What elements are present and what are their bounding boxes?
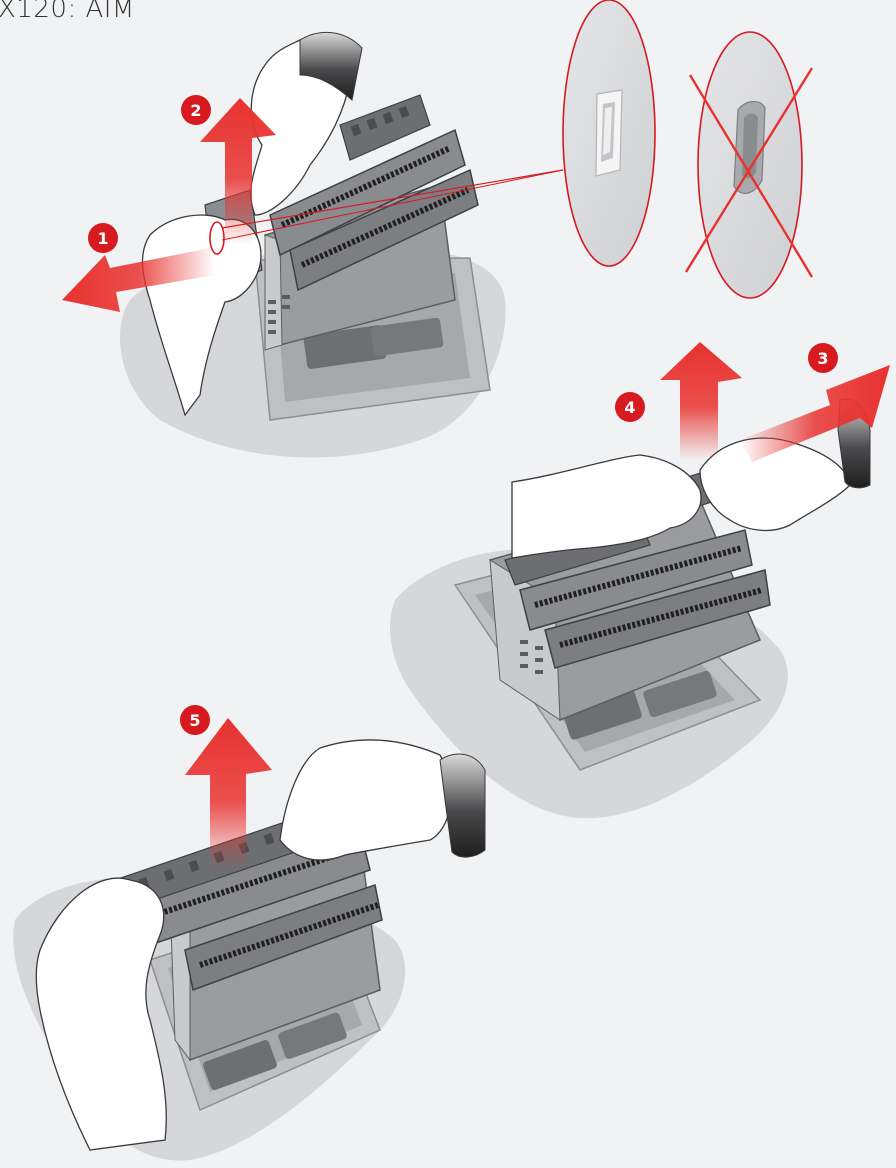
callout-correct xyxy=(563,0,655,266)
svg-text:5: 5 xyxy=(189,711,200,730)
svg-text:1: 1 xyxy=(97,229,108,248)
svg-text:4: 4 xyxy=(624,398,635,417)
callout-incorrect xyxy=(686,32,812,298)
panel-step-1-2 xyxy=(62,32,563,457)
sleeve xyxy=(440,754,485,857)
step-badge-4: 4 xyxy=(615,392,645,422)
hand-icon xyxy=(280,740,451,860)
svg-text:2: 2 xyxy=(190,101,201,120)
latch-open-icon xyxy=(596,90,622,176)
arrow-up xyxy=(660,342,742,460)
svg-text:3: 3 xyxy=(817,349,828,368)
hand-icon xyxy=(36,878,166,1150)
step-badge-5: 5 xyxy=(180,705,210,735)
step-badge-1: 1 xyxy=(88,223,118,253)
step-badge-2: 2 xyxy=(181,95,211,125)
panel-step-5 xyxy=(13,718,485,1160)
step-badge-3: 3 xyxy=(808,343,838,373)
latch-bent-icon xyxy=(734,101,765,193)
